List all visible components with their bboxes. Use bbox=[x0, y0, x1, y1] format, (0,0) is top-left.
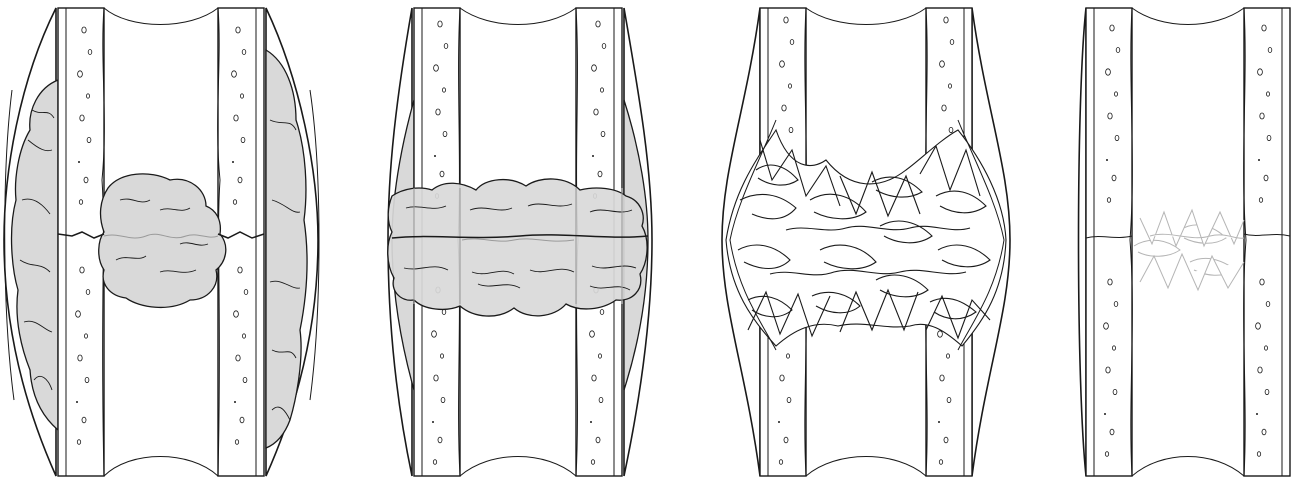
stage-1-hematoma-canal bbox=[99, 174, 226, 308]
stage-4-residual-trabeculae bbox=[1134, 210, 1244, 290]
stage-3-woven-bone bbox=[726, 130, 1006, 346]
stage-1-hematoma bbox=[4, 8, 319, 476]
stage-2-callus-canal bbox=[388, 179, 647, 316]
stage-4-right-cortex bbox=[1244, 8, 1290, 476]
stage-1-left-cortex bbox=[58, 8, 104, 476]
stage-4-remodeling bbox=[1079, 8, 1291, 476]
stage-2-fibrocartilaginous-callus bbox=[388, 8, 652, 476]
stage-4-left-cortex bbox=[1086, 8, 1132, 476]
stage-3-bony-callus bbox=[722, 8, 1010, 476]
